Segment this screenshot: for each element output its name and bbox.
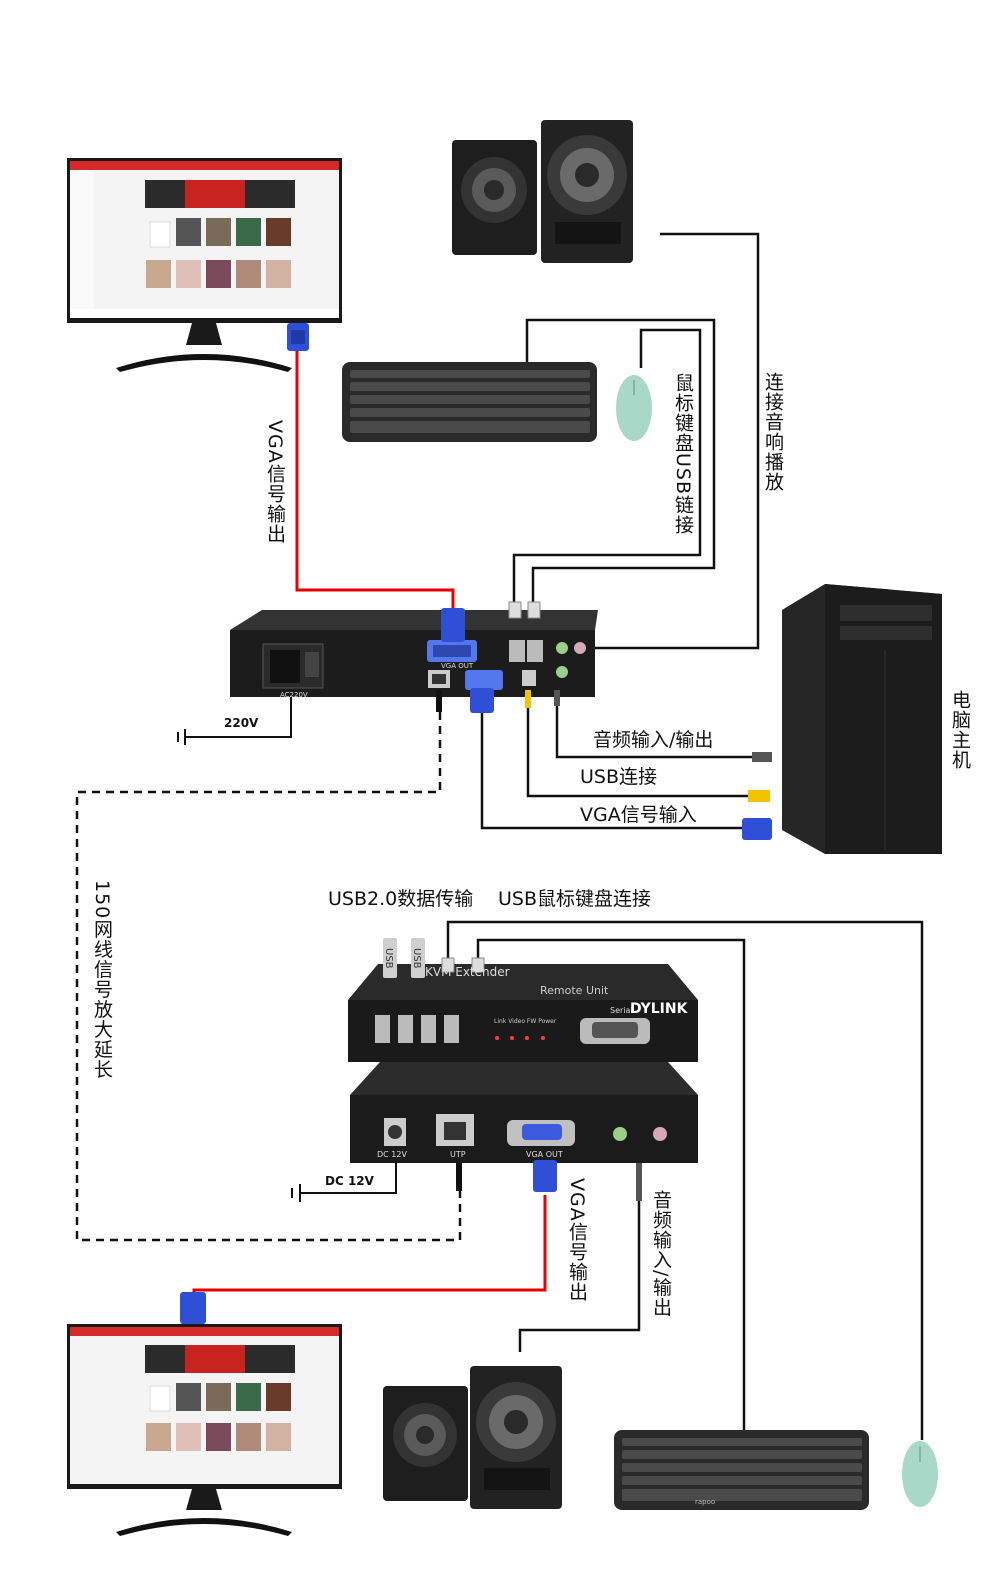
mouse-top	[616, 375, 652, 441]
label-leds: Link Video FW Power	[494, 1018, 557, 1025]
usb-tag-2: USB	[411, 948, 422, 969]
audio-cable-to-pc	[555, 700, 760, 759]
label-usb20-data: USB2.0数据传输	[328, 888, 474, 910]
kvm-transmitter-unit	[230, 601, 598, 713]
speaker-audio-cable-top	[595, 232, 760, 650]
label-220v: 220V	[224, 716, 259, 730]
power-cable-220v	[185, 697, 292, 738]
pc-tower	[742, 584, 942, 854]
speakers-top	[452, 120, 633, 263]
label-audio-io-bottom: 音频输入/输出	[650, 1190, 672, 1318]
power-cable-dc12v	[300, 1162, 397, 1194]
kvm-remote-unit	[348, 938, 698, 1201]
usb-cable-to-pc	[526, 708, 752, 798]
label-serial: Serial	[610, 1006, 633, 1015]
vga-input-cable-to-pc	[480, 712, 750, 830]
label-utp-port: UTP	[450, 1150, 466, 1159]
label-keyboard-brand: rapoo	[695, 1498, 716, 1506]
label-audio-io-top: 音频输入/输出	[593, 729, 714, 751]
remote-usb-kb-cable	[476, 938, 746, 1432]
vga-output-cable-bottom	[192, 1195, 547, 1300]
usb-tag-1: USB	[383, 948, 394, 969]
label-dylink: DYLINK	[630, 1001, 688, 1017]
monitor-bottom	[67, 1292, 342, 1536]
keyboard-usb-cable	[525, 318, 716, 605]
keyboard-bottom	[614, 1430, 869, 1510]
label-vga-out-port-2: VGA OUT	[526, 1150, 563, 1159]
label-mouse-keyboard-usb: 鼠标键盘USB链接	[672, 373, 694, 536]
speakers-bottom	[383, 1366, 562, 1509]
remote-usb-data-cable	[446, 920, 924, 1440]
label-vga-out-top: VGA信号输出	[264, 420, 286, 544]
speaker-audio-cable-bottom	[518, 1200, 641, 1352]
label-kvm-extender: KVM Extender	[425, 965, 510, 979]
label-remote-unit: Remote Unit	[540, 984, 609, 997]
label-audio-playback: 连接音响播放	[762, 372, 784, 492]
label-pc-host: 电脑主机	[949, 690, 971, 770]
label-usb-mouse-kb: USB鼠标键盘连接	[498, 888, 652, 910]
mouse-usb-cable	[512, 328, 702, 605]
label-dc12v-port: DC 12V	[377, 1150, 407, 1159]
label-extend-150: 150网线信号放大延长	[91, 880, 113, 1080]
label-vga-out-port: VGA OUT	[441, 662, 474, 670]
vga-output-cable-top	[295, 345, 455, 612]
label-ac220v: AC220V	[280, 691, 308, 699]
label-vga-in: VGA信号输入	[580, 804, 697, 826]
label-vga-out-bottom: VGA信号输出	[566, 1178, 588, 1302]
monitor-top	[67, 158, 342, 372]
keyboard-top	[342, 362, 597, 442]
label-dc12v: DC 12V	[325, 1174, 374, 1188]
label-usb-connect: USB连接	[580, 766, 658, 788]
mouse-bottom	[902, 1441, 938, 1507]
